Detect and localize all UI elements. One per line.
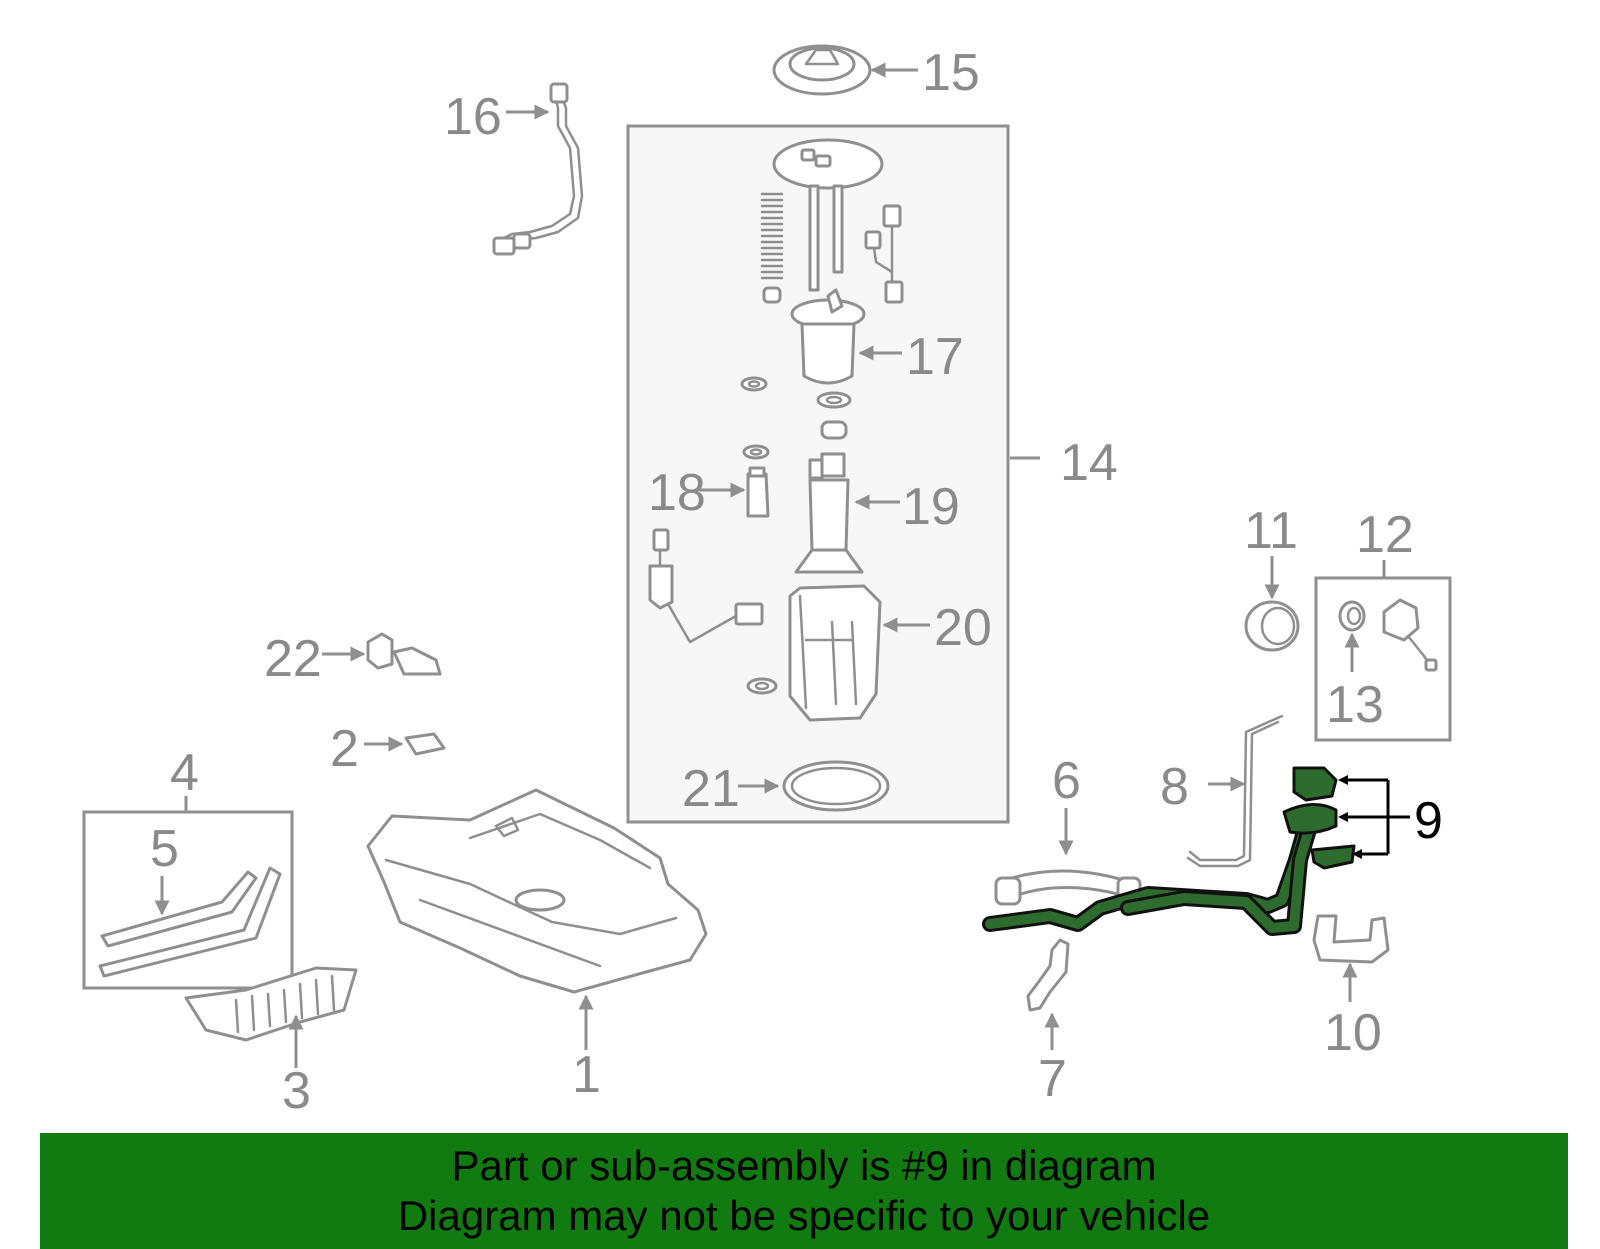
part-12-fuel-cap[interactable]: 12 13: [1314, 506, 1452, 742]
callout-21: 21: [682, 760, 740, 818]
callout-10: 10: [1324, 1004, 1382, 1062]
part-2-pad[interactable]: 2: [330, 720, 446, 778]
callout-8: 8: [1160, 758, 1189, 816]
part-4-straps[interactable]: 4 5: [82, 744, 294, 990]
callout-4: 4: [170, 744, 199, 802]
callout-15: 15: [922, 44, 980, 102]
callout-1: 1: [572, 1046, 601, 1104]
callout-12: 12: [1356, 506, 1414, 564]
callout-7: 7: [1038, 1050, 1067, 1108]
callout-11: 11: [1244, 502, 1298, 560]
part-3-heat-shield[interactable]: 3: [184, 966, 358, 1120]
callout-20: 20: [934, 599, 992, 657]
callout-5: 5: [150, 820, 179, 878]
callout-3: 3: [282, 1062, 311, 1120]
callout-13: 13: [1326, 676, 1384, 734]
part-22-clip[interactable]: 22: [264, 630, 442, 688]
part-11-filler-housing[interactable]: 11: [1244, 502, 1300, 652]
callout-2: 2: [330, 720, 359, 778]
part-1-fuel-tank[interactable]: 1: [366, 788, 708, 1104]
callout-6: 6: [1052, 752, 1081, 810]
part-6-hose[interactable]: 6: [994, 752, 1142, 906]
part-9-fuel-filler-pipe[interactable]: 9: [982, 766, 1443, 936]
part-10-bracket[interactable]: 10: [1312, 914, 1390, 1062]
part-14-fuel-pump-module[interactable]: 14 17 18: [626, 124, 1118, 824]
banner-line-1: Part or sub-assembly is #9 in diagram: [451, 1142, 1157, 1189]
banner-line-2: Diagram may not be specific to your vehi…: [397, 1192, 1211, 1239]
part-16-sensor-harness[interactable]: 16: [444, 82, 584, 256]
callout-17: 17: [906, 328, 964, 386]
callout-22: 22: [264, 630, 322, 688]
part-15-cover[interactable]: 15: [772, 44, 980, 102]
part-8-breather-tube[interactable]: 8: [1160, 714, 1284, 868]
callout-19: 19: [902, 478, 960, 536]
callout-16: 16: [444, 88, 502, 146]
part-7-hose[interactable]: 7: [1026, 938, 1070, 1108]
callout-9: 9: [1414, 792, 1443, 850]
callout-14: 14: [1060, 434, 1118, 492]
disclaimer-banner: Part or sub-assembly is #9 in diagram Di…: [40, 1133, 1568, 1249]
callout-18: 18: [648, 464, 706, 522]
